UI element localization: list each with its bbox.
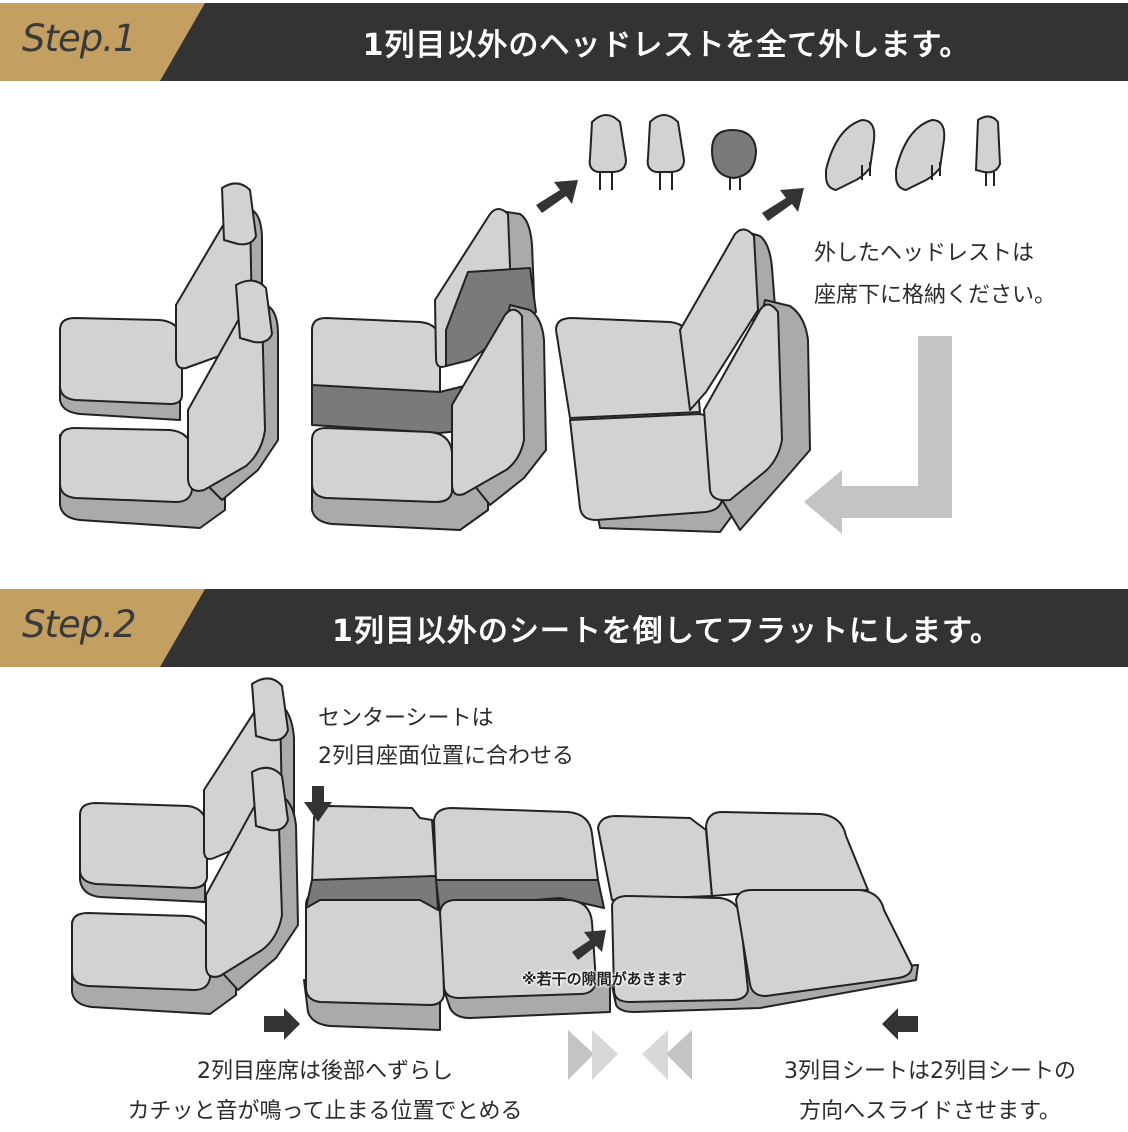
arrow-up-right-icon	[536, 180, 578, 213]
center-seat-note: センターシートは 2列目座面位置に合わせる	[318, 706, 574, 769]
arrow-up-right-icon-2	[762, 188, 804, 221]
arrow-right-icon	[264, 1008, 300, 1040]
arrow-left-icon	[882, 1008, 918, 1040]
stow-arrow-icon	[804, 336, 952, 534]
step1-banner: Step.1 1列目以外のヘッドレストを全て外します。	[0, 3, 1128, 81]
second-row-note: 2列目座席は後部へずらし カチッと音が鳴って止まる位置でとめる	[127, 1059, 523, 1124]
third-row-note: 3列目シートは2列目シートの 方向へスライドさせます。	[784, 1059, 1076, 1124]
seat-group-step2-third-row	[597, 811, 919, 1013]
step2-title: 1列目以外のシートを倒してフラットにします。	[332, 614, 1001, 649]
step2-banner: Step.2 1列目以外のシートを倒してフラットにします。	[0, 589, 1128, 667]
removed-headrests	[588, 114, 1002, 192]
arrow-gap-icon	[572, 930, 606, 960]
gap-note: ※若干の隙間があきます	[522, 970, 687, 988]
seat-group-step2-second-row	[303, 805, 611, 1031]
seat-group-step1-third-row	[555, 228, 811, 533]
headrest-stow-note: 外したヘッドレストは 座席下に格納ください。	[814, 241, 1057, 308]
step1-title: 1列目以外のヘッドレストを全て外します。	[362, 28, 971, 63]
slide-together-chevrons-icon	[568, 1030, 692, 1080]
step2-label: Step.2	[22, 603, 137, 646]
arrow-down-icon	[304, 786, 332, 822]
seat-group-step1-second-row	[311, 208, 547, 531]
seat-group-step1-first-row	[59, 182, 279, 529]
seat-group-step2-first-row	[71, 677, 299, 1015]
step1-label: Step.1	[22, 17, 137, 60]
